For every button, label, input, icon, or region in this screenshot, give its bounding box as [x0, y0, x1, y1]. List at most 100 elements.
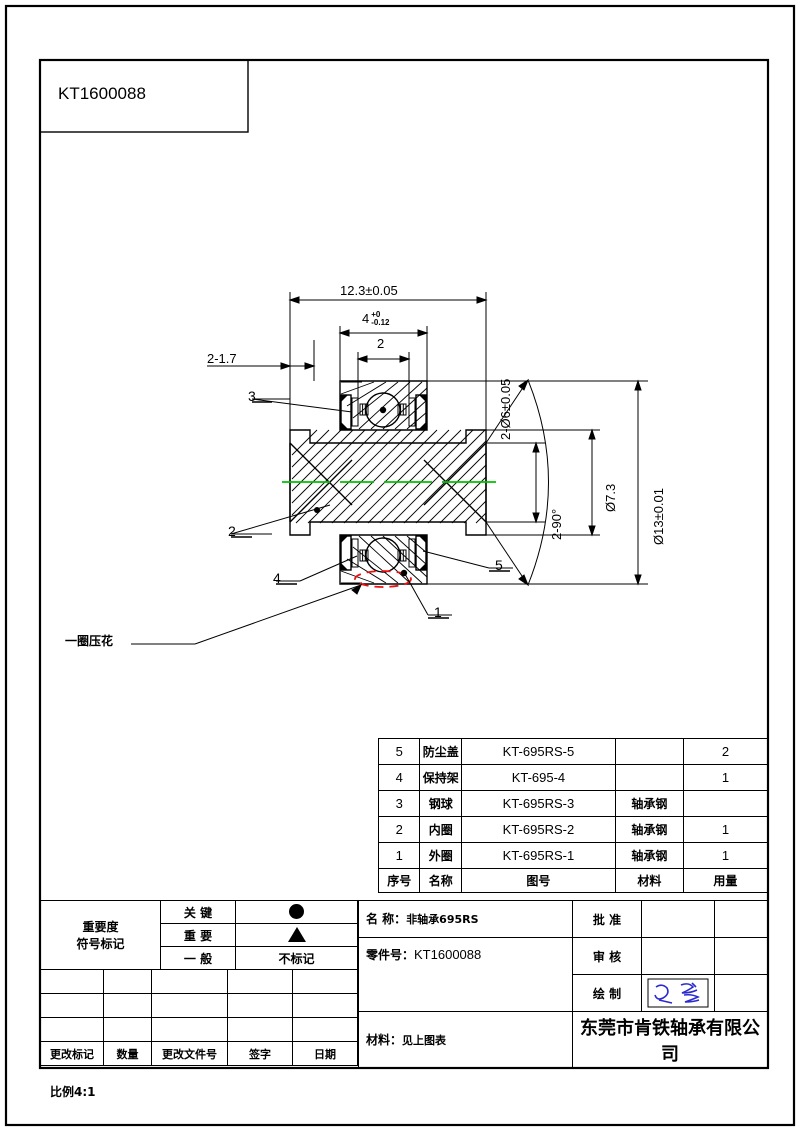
- rev-header-qty: 数量: [103, 1041, 152, 1066]
- part-drawing-no: KT-695RS-1: [460, 842, 616, 869]
- part-material: [614, 738, 684, 765]
- triangle-marker-icon: [287, 927, 306, 943]
- approval-date-drawn: [714, 974, 768, 1012]
- sheet-outer-border: [4, 4, 796, 1127]
- circle-marker-icon: [289, 904, 304, 920]
- rev-qty: [103, 1017, 152, 1042]
- material-field: 材料：见上图表: [358, 1011, 573, 1069]
- handwritten-signature-icon: [647, 978, 709, 1008]
- knurl-note: 一圈压花: [65, 634, 114, 648]
- rev-doc-no: [151, 1017, 228, 1042]
- approval-label-drawn: 绘 制: [572, 974, 642, 1012]
- title-fields-block: 名 称：非轴承695RS 批 准 零件号：KT1600088 审 核 绘 制: [358, 900, 768, 1069]
- part-no: 3: [377, 790, 421, 817]
- revision-row: [40, 969, 358, 994]
- part-qty: [682, 790, 769, 817]
- rev-sign: [227, 993, 293, 1018]
- dim-groove-width: 4 +0 -0.12: [362, 309, 390, 327]
- dim-seal-thickness: 2-1.7: [207, 351, 237, 366]
- part-material: 轴承钢: [614, 842, 684, 869]
- rev-qty: [103, 993, 152, 1018]
- part-qty: 1: [682, 764, 769, 791]
- dim-inner-width: 2: [377, 336, 385, 351]
- leader-label-1: 1: [434, 604, 442, 620]
- part-material: 轴承钢: [614, 816, 684, 843]
- importance-block: 重要度 符号标记 关 键 重 要 一 般 不标记: [40, 900, 358, 970]
- rev-mark: [40, 1017, 104, 1042]
- approval-date-review: [714, 937, 768, 975]
- table-row: 3 钢球 KT-695RS-3 轴承钢: [377, 790, 769, 817]
- part-drawing-no: KT-695RS-5: [460, 738, 616, 765]
- revision-header-row: 更改标记 数量 更改文件号 签字 日期: [40, 1041, 358, 1066]
- table-row: 5 防尘盖 KT-695RS-5 2: [377, 738, 769, 765]
- part-material: 轴承钢: [614, 790, 684, 817]
- dimension-lines: [207, 292, 648, 587]
- approval-sign-approve: [641, 900, 715, 938]
- part-name: 外圈: [419, 842, 462, 869]
- rev-doc-no: [151, 993, 228, 1018]
- part-name: 钢球: [419, 790, 462, 817]
- rev-date: [292, 969, 358, 994]
- importance-marker-circle-cell: [235, 900, 358, 924]
- rev-mark: [40, 993, 104, 1018]
- rev-date: [292, 1017, 358, 1042]
- rev-sign: [227, 1017, 293, 1042]
- header-qty: 用量: [682, 868, 769, 893]
- rev-header-sign: 签字: [227, 1041, 293, 1066]
- header-drawing-no: 图号: [460, 868, 616, 893]
- dim-outer-diameter: Ø13±0.01: [651, 487, 666, 545]
- table-row: 4 保持架 KT-695-4 1: [377, 764, 769, 791]
- leader-label-2: 2: [228, 523, 236, 539]
- part-no: 2: [377, 816, 421, 843]
- header-name: 名称: [419, 868, 462, 893]
- rev-header-doc-no: 更改文件号: [151, 1041, 228, 1066]
- leader-label-4: 4: [273, 570, 281, 586]
- inner-ring-body: [282, 429, 496, 536]
- part-no-field: 零件号：KT1600088: [358, 937, 573, 1012]
- revision-row: [40, 993, 358, 1018]
- importance-marker-triangle-cell: [235, 923, 358, 947]
- part-qty: 2: [682, 738, 769, 765]
- part-material: [614, 764, 684, 791]
- part-no: 4: [377, 764, 421, 791]
- dim-overall-width: 12.3±0.05: [340, 283, 398, 298]
- rev-date: [292, 993, 358, 1018]
- parts-table: 5 防尘盖 KT-695RS-5 2 4 保持架 KT-695-4 1 3 钢球…: [377, 738, 769, 893]
- importance-level-important: 重 要: [160, 923, 236, 947]
- part-name: 保持架: [419, 764, 462, 791]
- rev-sign: [227, 969, 293, 994]
- part-no: 5: [377, 738, 421, 765]
- company-name: 东莞市肯铁轴承有限公司: [572, 1011, 768, 1069]
- dim-bore-diameter: 2-Ø6±0.05: [498, 378, 513, 440]
- approval-sign-drawn: [641, 974, 715, 1012]
- approval-date-approve: [714, 900, 768, 938]
- part-name: 内圈: [419, 816, 462, 843]
- bearing-section-view: [131, 292, 648, 645]
- dim-chamfer-angle: 2-90°: [549, 508, 564, 540]
- outer-ring-upper: [339, 380, 428, 431]
- rev-doc-no: [151, 969, 228, 994]
- table-row: 1 外圈 KT-695RS-1 轴承钢 1: [377, 842, 769, 869]
- rev-mark: [40, 969, 104, 994]
- approval-label-approve: 批 准: [572, 900, 642, 938]
- revision-row: [40, 1017, 358, 1042]
- importance-level-key: 关 键: [160, 900, 236, 924]
- table-row: 2 内圈 KT-695RS-2 轴承钢 1: [377, 816, 769, 843]
- rev-header-mark: 更改标记: [40, 1041, 104, 1066]
- drawing-number-box-outline: [39, 59, 249, 133]
- scale-note: 比例4:1: [50, 1085, 96, 1099]
- leader-lines: [131, 398, 513, 645]
- approval-sign-review: [641, 937, 715, 975]
- importance-marker-none: 不标记: [235, 946, 358, 970]
- leader-label-3: 3: [248, 388, 256, 404]
- leader-label-5: 5: [495, 557, 503, 573]
- revision-block: 更改标记 数量 更改文件号 签字 日期: [40, 969, 358, 1066]
- part-drawing-no: KT-695-4: [460, 764, 616, 791]
- header-material: 材料: [614, 868, 684, 893]
- parts-table-header-row: 序号 名称 图号 材料 用量: [377, 868, 769, 893]
- name-field: 名 称：非轴承695RS: [358, 900, 573, 938]
- part-drawing-no: KT-695RS-3: [460, 790, 616, 817]
- part-qty: 1: [682, 816, 769, 843]
